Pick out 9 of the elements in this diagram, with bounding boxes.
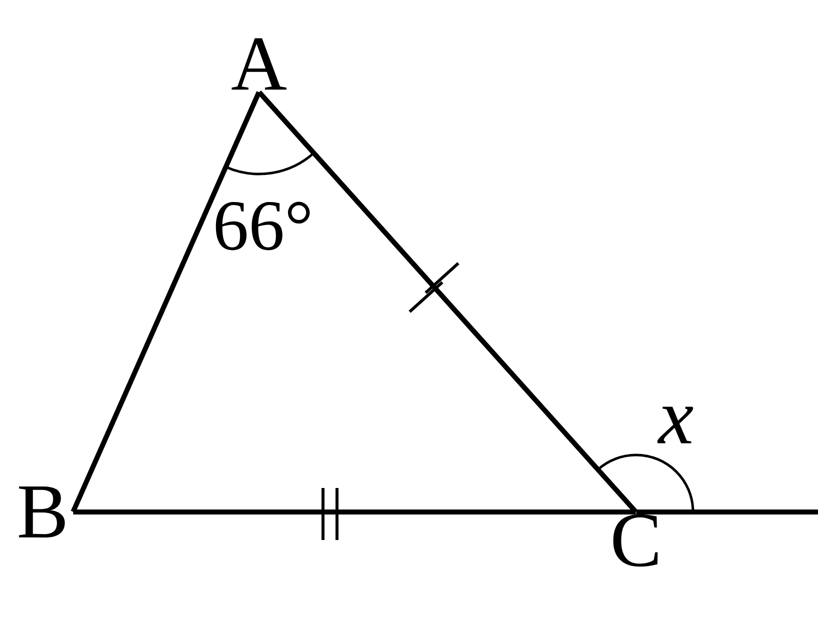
line-segment [257,90,638,514]
angle-label: x [657,406,694,444]
vertex-label: C [613,514,658,567]
line-segment [636,509,818,514]
line-segment [70,91,262,513]
angle-label: 66° [216,202,310,250]
line-segment [73,509,636,514]
vertex-label: B [19,486,65,538]
vertex-label: A [232,38,286,90]
